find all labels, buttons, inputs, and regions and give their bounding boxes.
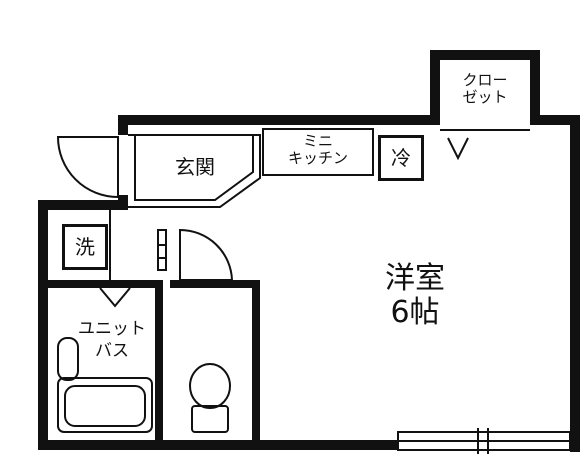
closet-label-line1: クロー	[462, 71, 508, 89]
outer-walls	[38, 50, 580, 452]
western-room-label-line2: 6帖	[390, 295, 440, 330]
toilet-door	[179, 228, 234, 281]
entrance-door	[56, 136, 119, 199]
bathtub	[57, 337, 153, 433]
inner-walls	[48, 210, 260, 445]
mini-kitchen-label-line1: ミニ	[302, 132, 333, 150]
fridge-label: 冷	[378, 135, 424, 181]
closet-door-marker	[440, 129, 530, 161]
unit-bath-label-line1: ユニット	[78, 319, 146, 339]
window	[397, 428, 571, 454]
bath-door-marker	[99, 287, 131, 308]
entrance-partitions	[128, 128, 374, 208]
western-room-label-line1: 洋室	[385, 261, 445, 296]
mini-kitchen-label-line2: キッチン	[287, 149, 348, 167]
closet-label: クロー ゼット	[445, 72, 525, 106]
entrance-label: 玄関	[175, 155, 215, 179]
unit-bath-label: ユニット バス	[72, 318, 152, 362]
washer-label: 洗	[62, 224, 108, 270]
fridge-text: 冷	[391, 146, 411, 170]
western-room-label: 洋室 6帖	[360, 262, 470, 330]
closet-label-line2: ゼット	[462, 88, 508, 106]
mini-kitchen-label: ミニ キッチン	[270, 133, 366, 167]
toilet	[189, 363, 231, 433]
washer-text: 洗	[75, 235, 95, 259]
unit-bath-label-line2: バス	[95, 341, 129, 361]
